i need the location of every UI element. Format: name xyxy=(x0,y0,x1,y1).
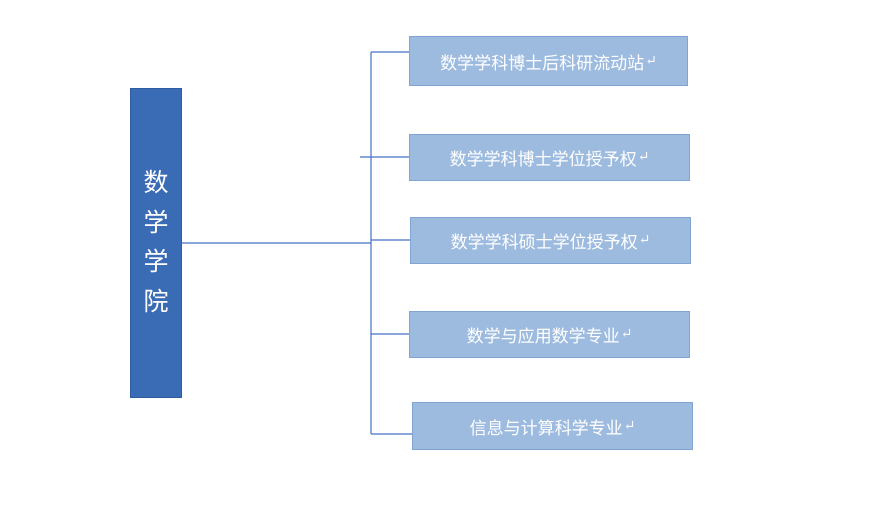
root-char-2: 学 xyxy=(143,209,169,237)
leaf-node-1[interactable]: 数学学科博士后科研流动站 ↵ xyxy=(409,36,688,86)
leaf-node-4-mark: ↵ xyxy=(620,327,633,342)
leaf-node-3-label: 数学学科硕士学位授予权 xyxy=(450,233,638,252)
root-char-4: 院 xyxy=(143,288,169,316)
leaf-node-4[interactable]: 数学与应用数学专业 ↵ xyxy=(409,311,690,358)
root-char-3: 学 xyxy=(143,249,169,276)
leaf-node-5-label: 信息与计算科学专业 xyxy=(469,418,623,438)
leaf-node-3[interactable]: 数学学科硕士学位授予权 ↵ xyxy=(410,217,691,264)
root-char-1: 数 xyxy=(143,170,169,197)
leaf-node-1-label: 数学学科博士后科研流动站 xyxy=(440,53,645,73)
leaf-node-5-mark: ↵ xyxy=(623,418,636,434)
leaf-node-5[interactable]: 信息与计算科学专业 ↵ xyxy=(412,402,693,450)
leaf-node-2-label: 数学学科博士学位授予权 xyxy=(449,150,637,169)
leaf-node-1-mark: ↵ xyxy=(645,53,657,69)
leaf-node-3-mark: ↵ xyxy=(638,233,651,248)
leaf-node-2[interactable]: 数学学科博士学位授予权 ↵ xyxy=(409,134,690,181)
leaf-node-2-mark: ↵ xyxy=(637,150,650,165)
leaf-node-4-label: 数学与应用数学专业 xyxy=(466,327,620,346)
root-node[interactable]: 数 学 学 院 xyxy=(130,88,182,398)
